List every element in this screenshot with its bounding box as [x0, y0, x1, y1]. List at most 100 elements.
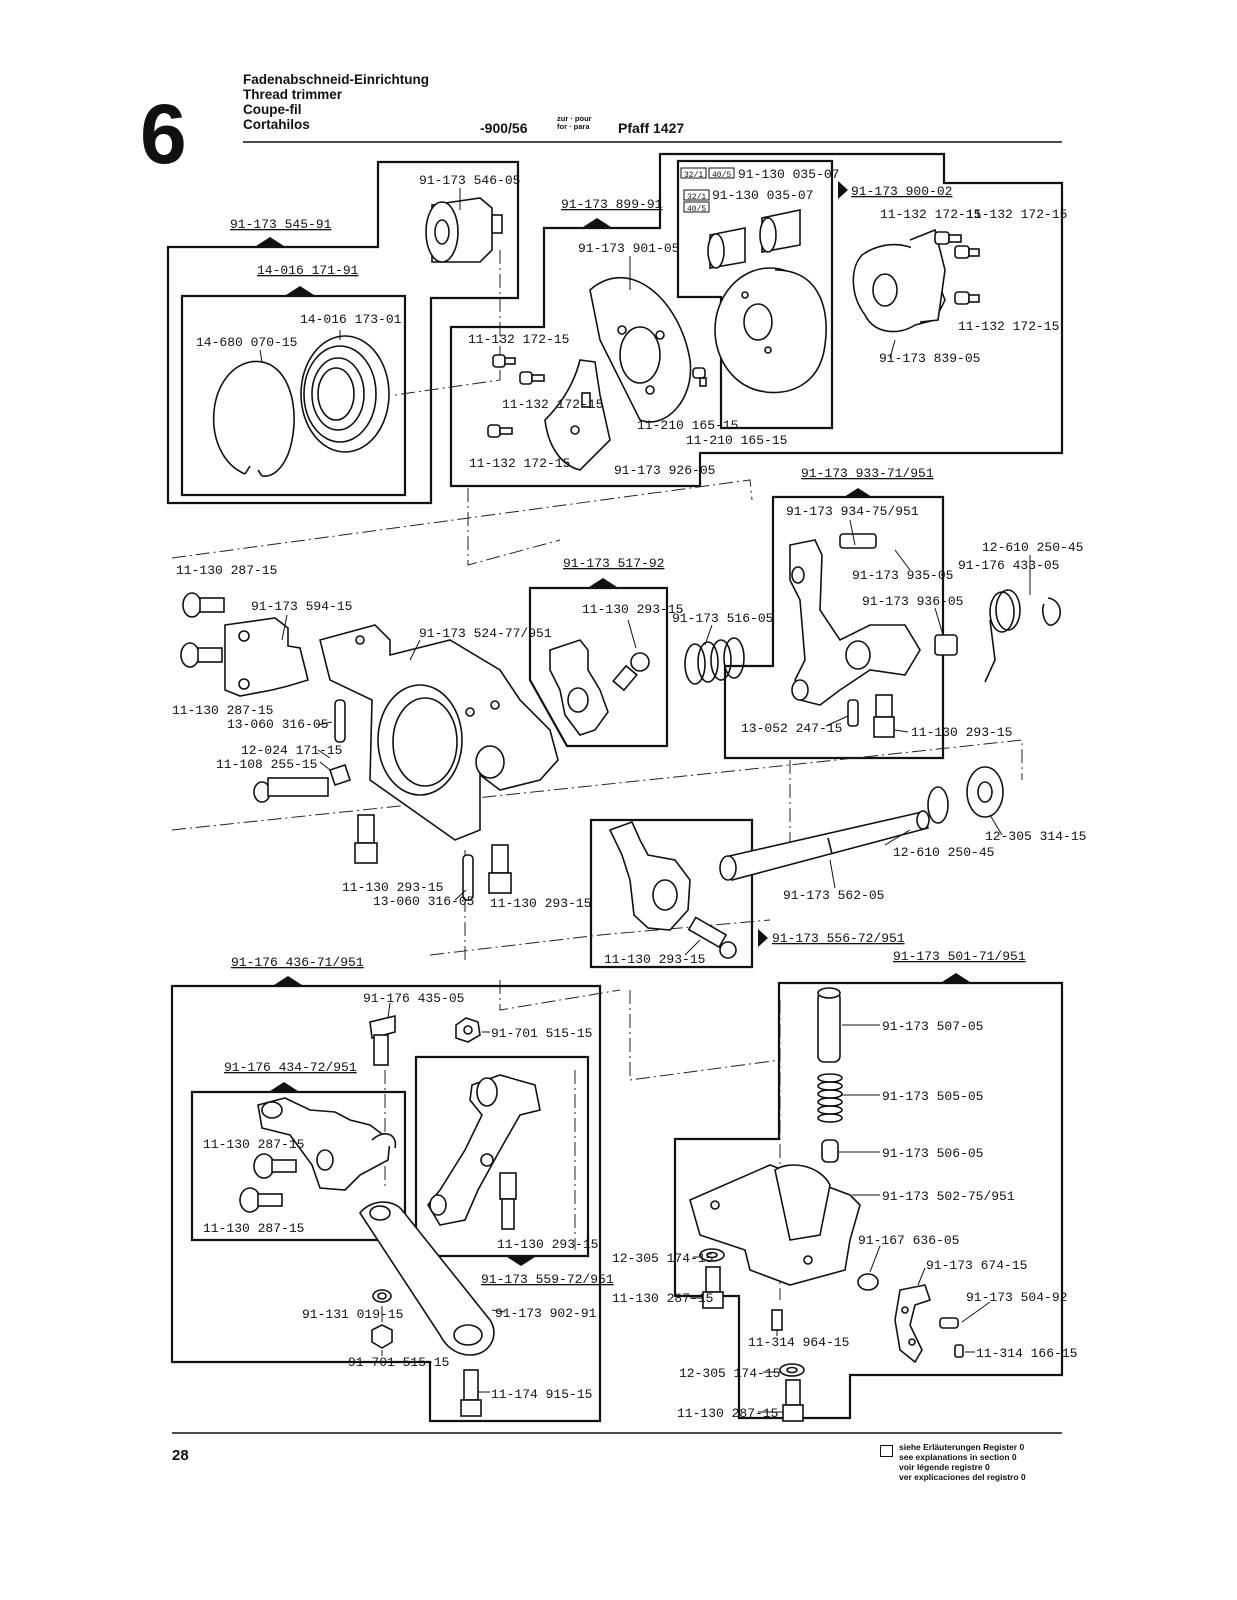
- part-label: 11-130 293-15: [582, 602, 683, 617]
- lever-drawing: [789, 533, 958, 706]
- part-label: 91-131 019-15: [302, 1307, 403, 1322]
- assembly-label: 91-173 899-91: [561, 197, 663, 212]
- spring-drawing: [684, 637, 745, 685]
- outline-91-130-035-07: [676, 159, 834, 430]
- part-label: 91-176 435-05: [363, 991, 464, 1006]
- part-label: 11-130 293-15: [911, 725, 1012, 740]
- part-label: 11-174 915-15: [491, 1387, 592, 1402]
- part-label: 11-314 964-15: [748, 1335, 849, 1350]
- part-label: 11-132 172-15: [958, 319, 1059, 334]
- pin-drawing: [334, 699, 346, 743]
- clamp-lever-drawing: [608, 820, 737, 959]
- part-label: 91-173 524-77/951: [419, 626, 552, 641]
- assembly-labels: 91-173 545-91 14-016 171-91 91-173 899-9…: [224, 184, 1026, 1287]
- bottom-screw-drawing: [460, 1369, 482, 1417]
- part-label: 91-173 936-05: [862, 594, 963, 609]
- part-label: 11-108 255-15: [216, 757, 317, 772]
- marker-arrow: [758, 929, 768, 947]
- shaft-drawing: [719, 810, 930, 881]
- part-label: 11-130 287-15: [203, 1137, 304, 1152]
- part-label: 91-173 516-05: [672, 611, 773, 626]
- part-label: 91-173 506-05: [882, 1146, 983, 1161]
- title-german: Fadenabschneid-Einrichtung: [243, 72, 430, 87]
- marker-triangle: [270, 1082, 298, 1091]
- part-label: 14-016 173-01: [300, 312, 402, 327]
- part-labels: 91-173 546-05 14-016 173-01 14-680 070-1…: [172, 167, 1086, 1421]
- outline-91-176-436-71-951: [170, 984, 602, 1423]
- part-label: 11-132 172-15: [469, 456, 570, 471]
- part-label: 91-176 433-05: [958, 558, 1059, 573]
- part-label: 91-167 636-05: [858, 1233, 959, 1248]
- bushing-drawing: [425, 197, 503, 263]
- part-label: 11-210 165-15: [637, 418, 738, 433]
- part-label: 11-130 293-15: [604, 952, 705, 967]
- marker-arrow: [838, 181, 848, 199]
- legend-line: siehe Erläuterungen Register 0: [899, 1442, 1025, 1452]
- small-screws-drawing: [487, 231, 980, 438]
- for-label-bottom: for · para: [557, 122, 590, 131]
- part-label: 91-173 505-05: [882, 1089, 983, 1104]
- part-label: 91-173 507-05: [882, 1019, 983, 1034]
- part-label: 12-305 174-15: [612, 1251, 713, 1266]
- part-label: 91-701 515-15: [348, 1355, 449, 1370]
- part-label: 91-130 035-07: [712, 188, 813, 203]
- assembly-label: 91-173 545-91: [230, 217, 332, 232]
- shoulder-screw-drawing: [369, 1014, 396, 1066]
- part-label: 11-132 172-15: [502, 397, 603, 412]
- part-label: 91-701 515-15: [491, 1026, 592, 1041]
- marker-triangle: [589, 578, 617, 587]
- part-label: 91-130 035-07: [738, 167, 839, 182]
- bottom-right-screws-drawing: [699, 1248, 805, 1422]
- legend: siehe Erläuterungen Register 0 see expla…: [899, 1442, 1026, 1482]
- register-tag-boxes: [680, 167, 735, 213]
- register-tag: 32/1: [684, 171, 703, 180]
- marker-triangle: [274, 976, 302, 985]
- part-label: 91-173 546-05: [419, 173, 520, 188]
- assembly-markers: [256, 181, 970, 1266]
- part-label: 91-173 562-05: [783, 888, 884, 903]
- model-code: -900/56: [480, 120, 528, 136]
- part-label: 11-130 287-15: [203, 1221, 304, 1236]
- washer-nut-drawing: [371, 1289, 393, 1349]
- assembly-label: 91-173 556-72/951: [772, 931, 905, 946]
- part-label: 91-173 934-75/951: [786, 504, 919, 519]
- part-label: 11-130 293-15: [342, 880, 443, 895]
- part-label: 91-173 839-05: [879, 351, 980, 366]
- marker-triangle: [256, 237, 284, 246]
- screws-287-drawing: [180, 592, 225, 668]
- register-tag: 40/5: [687, 205, 706, 214]
- bearing-bracket-drawing: [319, 624, 559, 841]
- part-label: 12-024 171-15: [241, 743, 342, 758]
- crank-screws-drawing: [239, 1153, 297, 1213]
- part-label: 11-132 172-15: [468, 332, 569, 347]
- page-number: 28: [172, 1447, 189, 1464]
- part-label: 91-173 926-05: [614, 463, 715, 478]
- clamp-drawing: [549, 639, 650, 736]
- part-drawings: [180, 197, 1061, 1422]
- legend-box-icon: [880, 1445, 893, 1457]
- assembly-label: 14-016 171-91: [257, 263, 359, 278]
- part-label: 91-173 504-92: [966, 1290, 1067, 1305]
- part-label: 12-305 174-15: [679, 1366, 780, 1381]
- arm-drawing: [427, 1074, 541, 1230]
- marker-triangle: [844, 488, 872, 497]
- assembly-label: 91-176 434-72/951: [224, 1060, 357, 1075]
- assembly-label: 91-173 900-02: [851, 184, 952, 199]
- assembly-label: 91-173 517-92: [563, 556, 664, 571]
- nut-drawing: [455, 1017, 481, 1043]
- stop-pin-drawing: [817, 987, 841, 1063]
- part-label: 11-130 287-15: [172, 703, 273, 718]
- part-label: 13-060 316-05: [373, 894, 474, 909]
- part-label: 11-210 165-15: [686, 433, 787, 448]
- lever-screw-drawing: [847, 694, 895, 738]
- outline-91-173-899-91: [449, 152, 1064, 488]
- part-label: 11-130 287-15: [677, 1406, 778, 1421]
- part-label: 11-130 293-15: [490, 896, 591, 911]
- small-bracket-drawing: [894, 1284, 964, 1364]
- small-ring-drawing: [857, 1273, 879, 1291]
- legend-line: see explanations in section 0: [899, 1452, 1017, 1462]
- part-label: 11-314 166-15: [976, 1346, 1077, 1361]
- register-tag: 40/5: [712, 171, 731, 180]
- outline-91-173-556-72-951: [589, 818, 754, 969]
